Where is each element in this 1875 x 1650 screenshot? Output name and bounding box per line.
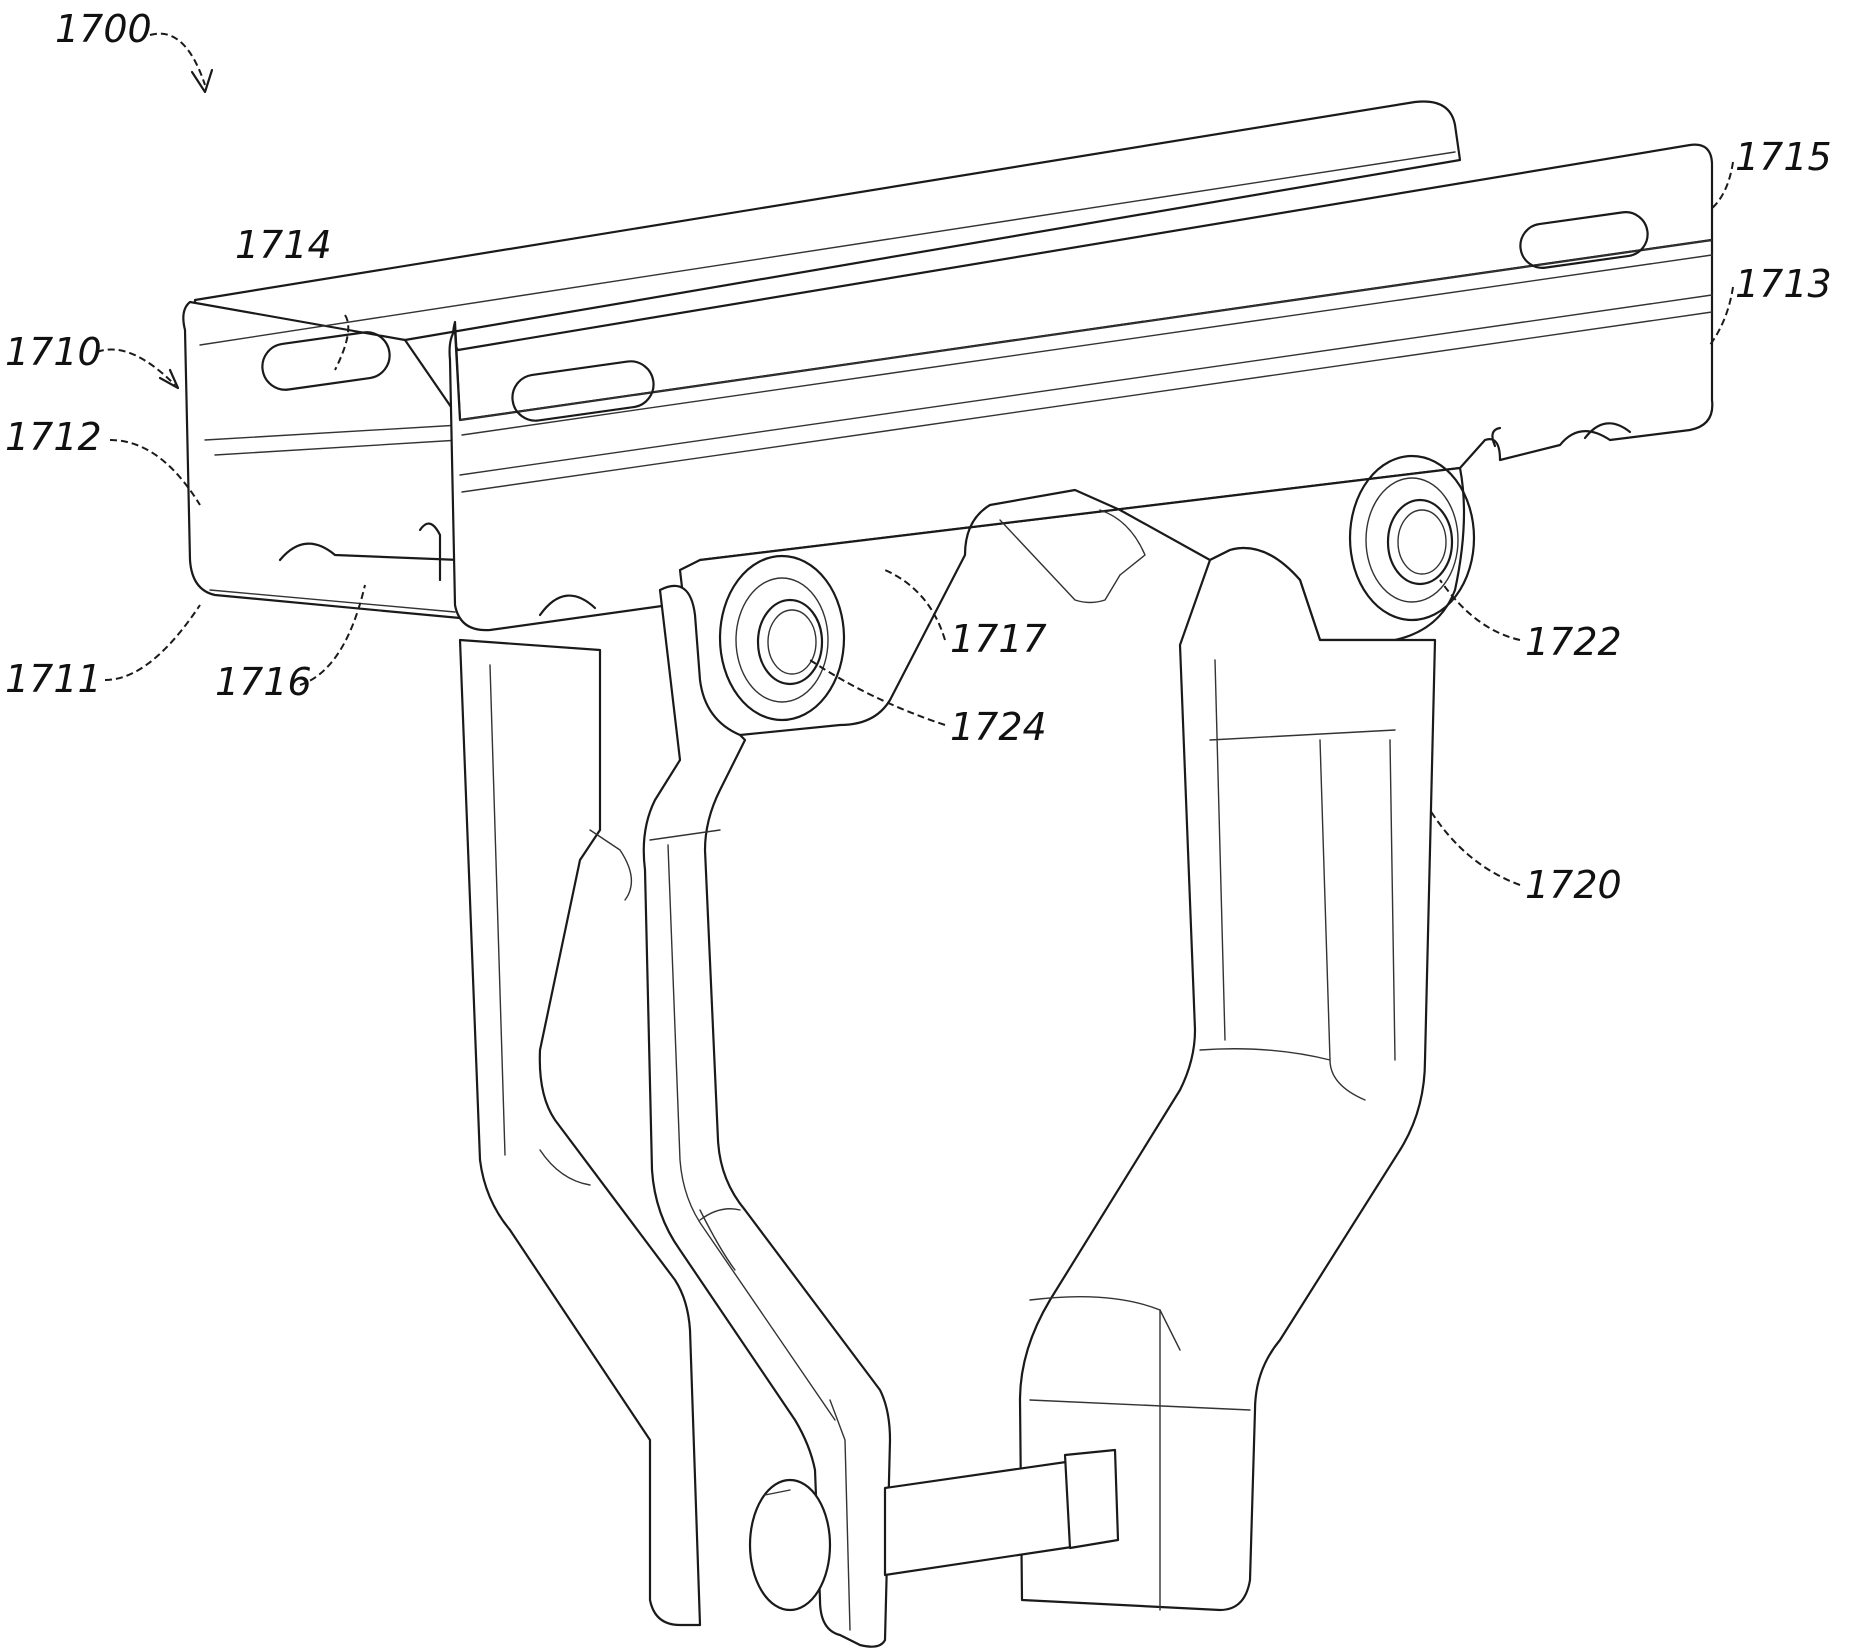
label-1716: 1716	[215, 660, 312, 704]
reference-numerals: 1700 1710 1712 1711 1716 1714 1715 1713 …	[5, 7, 1832, 907]
front-rail	[448, 143, 1714, 632]
label-1710: 1710	[5, 330, 102, 374]
label-1714: 1714	[235, 223, 332, 267]
label-1711: 1711	[5, 657, 102, 701]
label-1720: 1720	[1525, 863, 1622, 907]
label-1717: 1717	[950, 617, 1047, 661]
bushing-1724	[718, 554, 846, 722]
bushing-1722	[1348, 454, 1476, 622]
label-1722: 1722	[1525, 620, 1622, 664]
cross-pin	[748, 1448, 1120, 1612]
rear-rail	[182, 100, 1462, 620]
front-left-leg	[642, 584, 892, 1648]
label-1700: 1700	[55, 7, 152, 51]
label-1715: 1715	[1735, 135, 1832, 179]
rear-left-leg	[458, 638, 702, 1627]
right-leg-1720	[1018, 546, 1437, 1612]
leader-lines	[96, 32, 1734, 886]
label-1724: 1724	[950, 705, 1047, 749]
label-1713: 1713	[1735, 262, 1832, 306]
label-1712: 1712	[5, 415, 102, 459]
